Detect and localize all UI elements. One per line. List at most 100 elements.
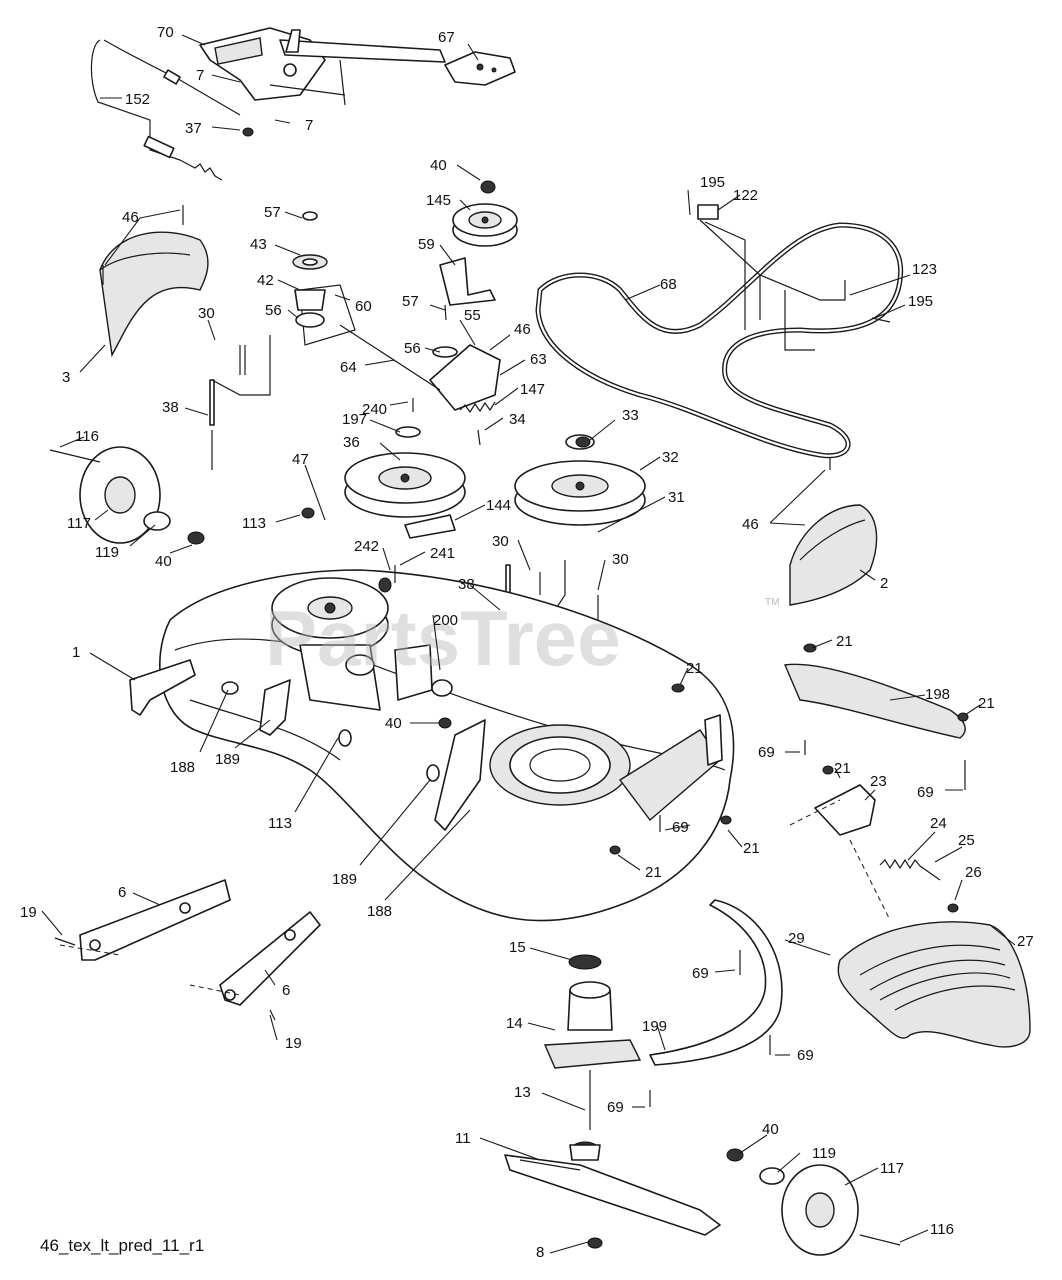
callout-label: 34 (509, 411, 526, 428)
callout-label: 8 (536, 1244, 544, 1261)
blade-drawing (504, 1154, 721, 1249)
callout-label: 144 (486, 497, 511, 514)
callout-label: 21 (834, 760, 851, 777)
callout-label: 113 (242, 515, 266, 532)
callout-label: 6 (118, 884, 126, 901)
callout-label: 117 (880, 1160, 904, 1177)
gauge-wheels-drawing (49, 446, 901, 1256)
belt-68-drawing (535, 222, 904, 459)
callout-label: 242 (354, 538, 379, 555)
callout-label: 38 (458, 576, 475, 593)
callout-label: 122 (733, 187, 758, 204)
leader-lines (41, 34, 1016, 1254)
callout-label: 14 (506, 1015, 523, 1032)
idler-pulley-145-drawing (452, 203, 518, 247)
callout-label: 1 (72, 644, 80, 661)
callout-label: 57 (402, 293, 419, 310)
discharge-brackets-drawing (649, 663, 966, 1066)
callout-label: 69 (797, 1047, 814, 1064)
callout-label: 31 (668, 489, 685, 506)
callout-label: 32 (662, 449, 679, 466)
spindle-hardware-drawing (292, 211, 595, 450)
deck-pulley-36-drawing (344, 452, 466, 518)
callout-label: 29 (788, 930, 805, 947)
callout-label: 188 (170, 759, 195, 776)
callout-label: 152 (125, 91, 150, 108)
callout-label: 113 (268, 815, 292, 832)
callout-label: 68 (660, 276, 677, 293)
callout-label: 188 (367, 903, 392, 920)
belt-cover-right-drawing (789, 504, 878, 606)
belt-guide-144-drawing (404, 514, 456, 539)
callout-label: 60 (355, 298, 372, 315)
callout-label: 6 (282, 982, 290, 999)
belt-keeper-rod-drawing (697, 204, 846, 351)
hardware-drawing (54, 127, 969, 1107)
callout-label: 13 (514, 1084, 531, 1101)
callout-label: 145 (426, 192, 451, 209)
callout-label: 19 (285, 1035, 302, 1052)
callout-label: 189 (332, 871, 357, 888)
callout-label: 189 (215, 751, 240, 768)
watermark-text: PartsTree (265, 594, 621, 682)
callout-label: 25 (958, 832, 975, 849)
callout-label: 69 (758, 744, 775, 761)
callout-label: 21 (743, 840, 760, 857)
callout-label: 199 (642, 1018, 667, 1035)
deck-arms-drawing (59, 879, 321, 1006)
callout-label: 21 (686, 660, 703, 677)
callout-label: 40 (762, 1121, 779, 1138)
callout-label: 55 (464, 307, 481, 324)
callout-label: 21 (836, 633, 853, 650)
callout-label: 59 (418, 236, 435, 253)
callout-label: 69 (607, 1099, 624, 1116)
callout-label: 46 (742, 516, 759, 533)
callout-label: 7 (305, 117, 313, 134)
callout-label: 23 (870, 773, 887, 790)
callout-label: 200 (433, 612, 458, 629)
callout-label: 42 (257, 272, 274, 289)
callout-label: 43 (250, 236, 267, 253)
deck-pulley-32-drawing (514, 460, 646, 526)
deck-mounted-pulley-drawing (271, 577, 389, 711)
callout-label: 3 (62, 369, 70, 386)
callout-label: 198 (925, 686, 950, 703)
callout-label: 147 (520, 381, 545, 398)
callout-label: 40 (430, 157, 447, 174)
callout-label: 30 (492, 533, 509, 550)
diagram-code: 46_tex_lt_pred_11_r1 (40, 1236, 204, 1255)
callout-label: 69 (692, 965, 709, 982)
callout-label: 116 (930, 1221, 954, 1238)
callout-label: 26 (965, 864, 982, 881)
callout-label: 67 (438, 29, 455, 46)
callout-label: 63 (530, 351, 547, 368)
callout-label: 15 (509, 939, 526, 956)
callout-label: 46 (122, 209, 139, 226)
callout-label: 119 (95, 544, 119, 561)
lift-cable-drawing (90, 39, 241, 181)
belt-cover-left-drawing (99, 231, 209, 358)
callout-label: 19 (20, 904, 37, 921)
callout-label: 197 (342, 411, 367, 428)
callout-label: 7 (196, 67, 204, 84)
callout-label: 30 (612, 551, 629, 568)
callout-label: 37 (185, 120, 202, 137)
callout-label: 57 (264, 204, 281, 221)
callout-label: 117 (67, 515, 91, 532)
callout-label: 64 (340, 359, 357, 376)
callout-label: 30 (198, 305, 215, 322)
callout-label: 240 (362, 401, 387, 418)
callout-label: 21 (978, 695, 995, 712)
spring-147-drawing (459, 401, 496, 414)
idler-arm-drawing (299, 257, 501, 411)
callout-label: 36 (343, 434, 360, 451)
callout-label: 195 (908, 293, 933, 310)
callout-label: 46 (514, 321, 531, 338)
callout-label: 40 (155, 553, 172, 570)
callout-label: 2 (880, 575, 888, 592)
callout-label: 33 (622, 407, 639, 424)
lift-bracket-drawing (199, 27, 446, 106)
spring-25-drawing (879, 858, 941, 881)
callout-label: 56 (404, 340, 421, 357)
